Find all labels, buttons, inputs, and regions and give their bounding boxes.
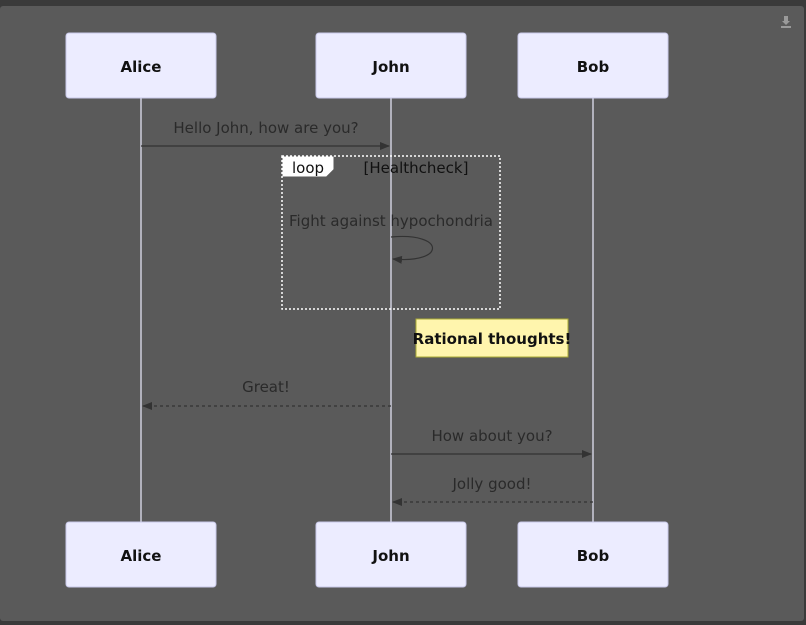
actor-bottom-alice: Alice (65, 521, 217, 588)
message-label: Great! (242, 378, 290, 396)
message-arrow-self (390, 235, 434, 264)
message-label: Jolly good! (452, 475, 532, 493)
loop-label: loop (292, 159, 324, 177)
loop-condition: [Healthcheck] (364, 159, 469, 177)
download-button[interactable] (779, 14, 793, 28)
loop-block: loop [Healthcheck] (281, 155, 501, 310)
actor-bottom-bob: Bob (517, 521, 669, 588)
diagram-frame (0, 6, 804, 621)
actor-top-alice: Alice (65, 32, 217, 99)
actor-bottom-john: John (315, 521, 467, 588)
actor-label: Bob (577, 547, 610, 565)
note-text: Rational thoughts! (413, 330, 572, 348)
actor-label: John (371, 547, 409, 565)
message-label: Hello John, how are you? (173, 119, 358, 137)
actor-top-john: John (315, 32, 467, 99)
message-label: Fight against hypochondria (289, 212, 493, 230)
actor-label: Alice (121, 547, 162, 565)
note: Rational thoughts! (413, 318, 572, 358)
actor-label: John (371, 58, 409, 76)
actor-label: Alice (121, 58, 162, 76)
message-label: How about you? (431, 427, 552, 445)
download-icon (781, 16, 791, 28)
actor-top-bob: Bob (517, 32, 669, 99)
actor-label: Bob (577, 58, 610, 76)
